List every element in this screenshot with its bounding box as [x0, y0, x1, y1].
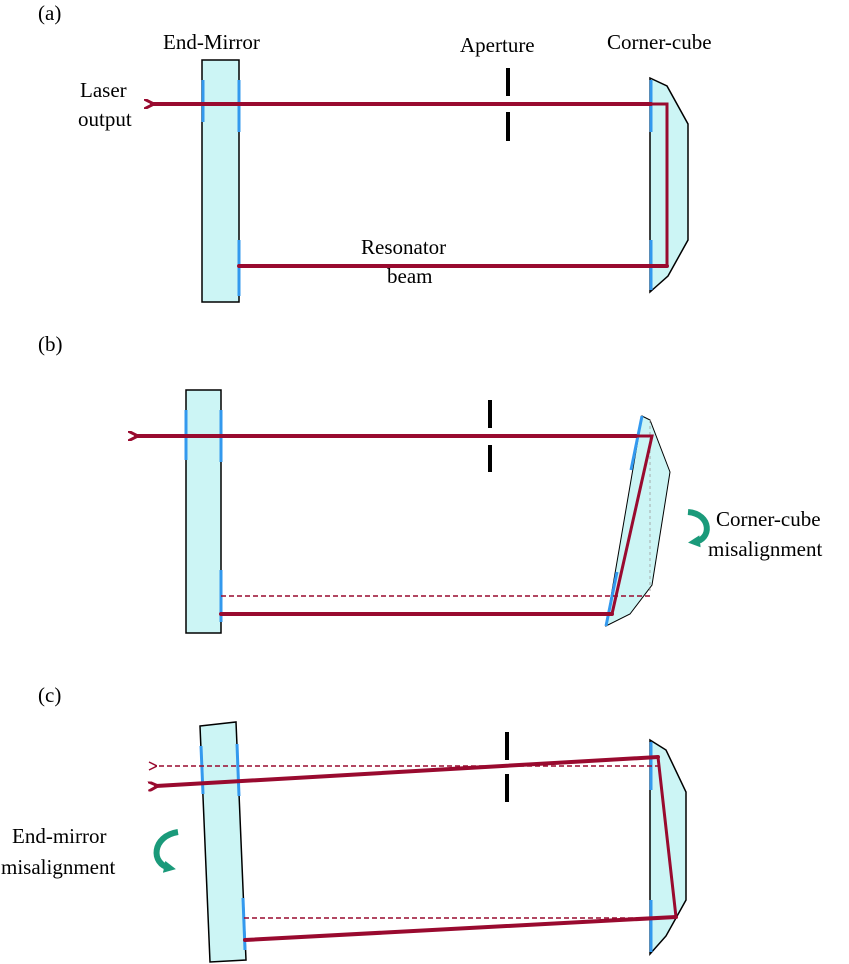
panel-a: (a) End-Mirror Aperture Corner-cube Lase…	[38, 1, 712, 303]
end-mirror	[185, 389, 222, 634]
end-mirror-coating-top-right	[235, 743, 241, 797]
aperture-label: Aperture	[460, 33, 535, 57]
corner-cube-misalignment-label-line1: Corner-cube	[716, 507, 821, 531]
resonator-beam-label-line1: Resonator	[361, 235, 446, 259]
clockwise-rotation-icon	[687, 509, 710, 548]
panel-b: (b) Corner-cube misalignment	[38, 332, 822, 634]
misaligned-resonator-beam	[243, 915, 678, 942]
laser-output-label-line2: output	[78, 107, 132, 131]
laser-output-label-line1: Laser	[80, 78, 127, 102]
end-mirror-coating-top-left	[199, 745, 205, 795]
corner-cube-internal-beam	[610, 434, 654, 616]
corner-cube-internal-beam	[656, 755, 678, 919]
corner-cube	[649, 76, 689, 294]
corner-cube-label: Corner-cube	[607, 30, 712, 54]
panel-b-tag: (b)	[38, 332, 63, 356]
panel-c-tag: (c)	[38, 683, 61, 707]
corner-cube-coating-top	[629, 415, 644, 471]
panel-c: (c) End-mirror misalignment	[1, 683, 687, 963]
end-mirror	[199, 721, 247, 963]
misaligned-output-beam	[156, 755, 660, 786]
panel-a-tag: (a)	[38, 1, 61, 25]
corner-cube-coating-bottom	[604, 571, 619, 627]
end-mirror-misalignment-label-line1: End-mirror	[12, 824, 106, 848]
end-mirror	[201, 59, 240, 303]
counterclockwise-rotation-icon	[153, 829, 179, 873]
end-mirror-misalignment-label-line2: misalignment	[1, 855, 115, 879]
corner-cube-internal-beam	[649, 102, 669, 268]
end-mirror-coating-bottom	[241, 897, 247, 951]
end-mirror-label: End-Mirror	[163, 30, 260, 54]
corner-cube-misalignment-label-line2: misalignment	[708, 537, 822, 561]
